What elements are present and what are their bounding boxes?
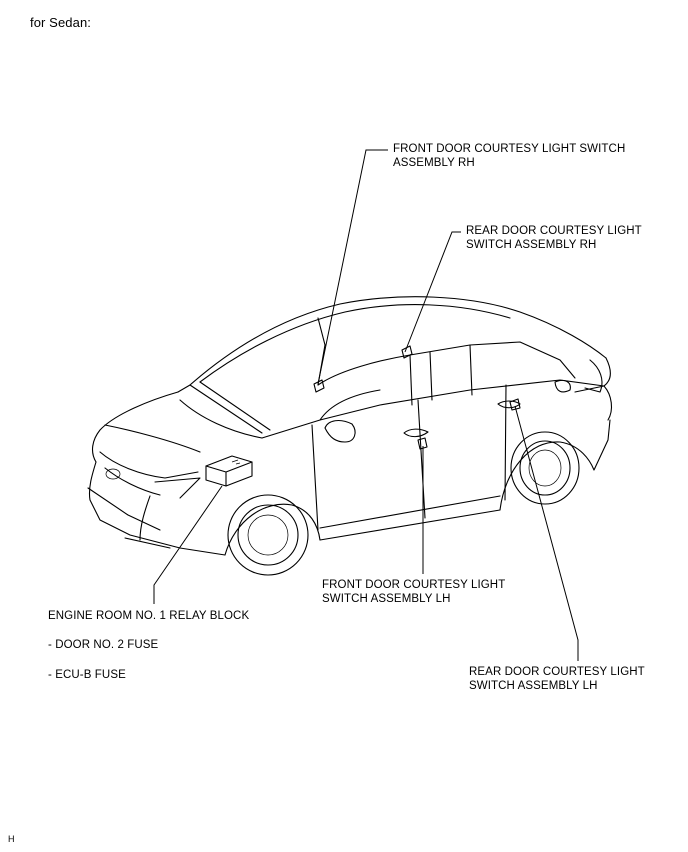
switch-marker-front-lh — [417, 437, 428, 450]
sedan-outline — [87, 296, 613, 576]
switch-marker-front-rh — [313, 379, 325, 393]
relay-block-icon — [205, 455, 253, 487]
figure-code: H — [8, 834, 15, 844]
callout-front-door-rh: FRONT DOOR COURTESY LIGHT SWITCH ASSEMBL… — [393, 143, 626, 169]
callout-fuse-ecu: - ECU-B FUSE — [48, 669, 126, 681]
switch-marker-rear-lh — [509, 398, 521, 411]
leader-line-front-rh — [317, 149, 388, 385]
callout-front-door-lh: FRONT DOOR COURTESY LIGHT SWITCH ASSEMBL… — [322, 579, 506, 605]
callout-fuse-door: - DOOR NO. 2 FUSE — [48, 639, 159, 651]
leader-line-relay — [153, 485, 223, 604]
callout-rear-door-rh: REAR DOOR COURTESY LIGHT SWITCH ASSEMBLY… — [466, 225, 642, 251]
callout-relay-block: ENGINE ROOM NO. 1 RELAY BLOCK — [48, 610, 250, 622]
variant-label: for Sedan: — [30, 15, 91, 30]
leader-line-rear-rh — [404, 231, 461, 353]
leader-line-rear-lh — [514, 405, 579, 661]
callout-rear-door-lh: REAR DOOR COURTESY LIGHT SWITCH ASSEMBLY… — [469, 666, 645, 692]
